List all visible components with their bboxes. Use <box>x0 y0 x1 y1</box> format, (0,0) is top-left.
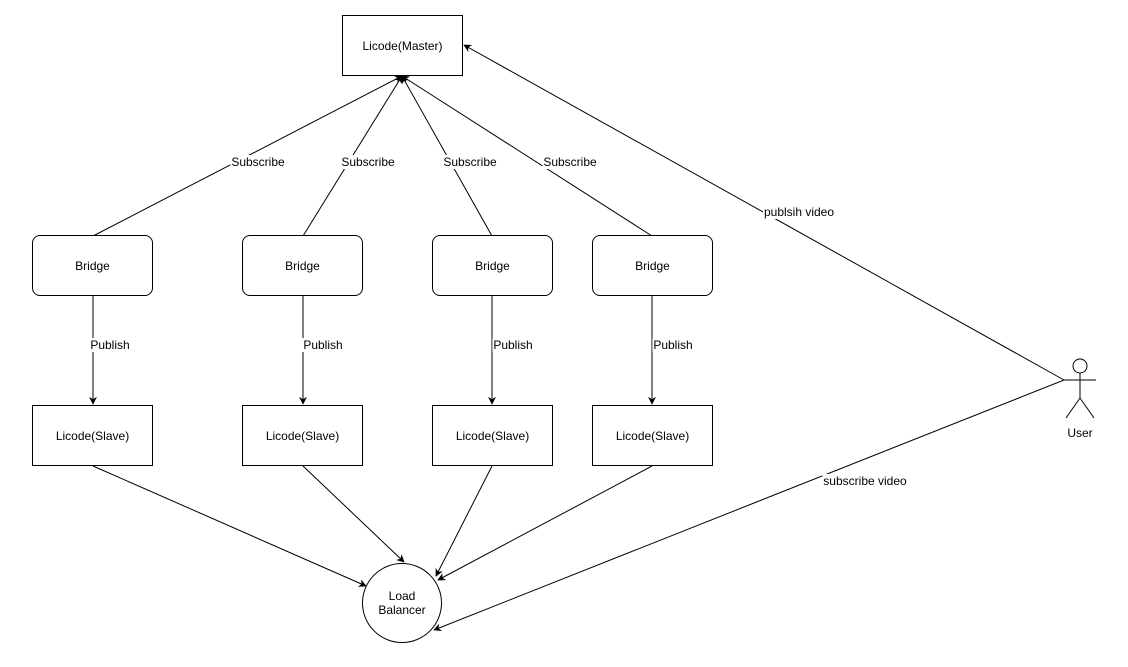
licode-slave-label: Licode(Slave) <box>615 428 690 443</box>
edge-label-subscribe-1: Subscribe <box>230 155 286 169</box>
licode-slave-label: Licode(Slave) <box>55 428 130 443</box>
licode-master-label: Licode(Master) <box>362 38 443 53</box>
bridge-node-1[interactable]: Bridge <box>32 235 153 296</box>
bridge-label: Bridge <box>285 258 320 273</box>
bridge-label: Bridge <box>475 258 510 273</box>
licode-master-node[interactable]: Licode(Master) <box>342 15 463 76</box>
edge-label-subscribe-4: Subscribe <box>542 155 598 169</box>
load-balancer-label: Load Balancer <box>378 589 426 617</box>
edge-slave-balancer-2 <box>302 465 405 563</box>
licode-slave-node-1[interactable]: Licode(Slave) <box>32 405 153 466</box>
edge-label-publish-1: Publish <box>89 338 131 352</box>
licode-slave-node-3[interactable]: Licode(Slave) <box>432 405 553 466</box>
user-actor-icon <box>1064 358 1096 419</box>
edge-label-subscribe-3: Subscribe <box>442 155 498 169</box>
edge-label-user-subscribe: subscribe video <box>822 474 908 488</box>
bridge-label: Bridge <box>635 258 670 273</box>
load-balancer-node[interactable]: Load Balancer <box>362 563 442 643</box>
edge-label-subscribe-2: Subscribe <box>340 155 396 169</box>
edge-subscribe-4 <box>401 75 653 237</box>
edge-slave-balancer-4 <box>437 465 653 581</box>
edge-label-user-publish: publsih video <box>762 205 836 219</box>
bridge-node-4[interactable]: Bridge <box>592 235 713 296</box>
bridge-node-2[interactable]: Bridge <box>242 235 363 296</box>
licode-slave-node-2[interactable]: Licode(Slave) <box>242 405 363 466</box>
licode-slave-node-4[interactable]: Licode(Slave) <box>592 405 713 466</box>
licode-slave-label: Licode(Slave) <box>455 428 530 443</box>
bridge-node-3[interactable]: Bridge <box>432 235 553 296</box>
edge-label-publish-3: Publish <box>492 338 534 352</box>
bridge-label: Bridge <box>75 258 110 273</box>
licode-slave-label: Licode(Slave) <box>265 428 340 443</box>
edge-user-subscribe <box>433 379 1065 632</box>
edge-label-publish-4: Publish <box>652 338 694 352</box>
edge-slave-balancer-1 <box>92 465 367 587</box>
edge-slave-balancer-3 <box>435 465 493 577</box>
user-actor-label: User <box>1067 426 1093 440</box>
edge-label-publish-2: Publish <box>302 338 344 352</box>
